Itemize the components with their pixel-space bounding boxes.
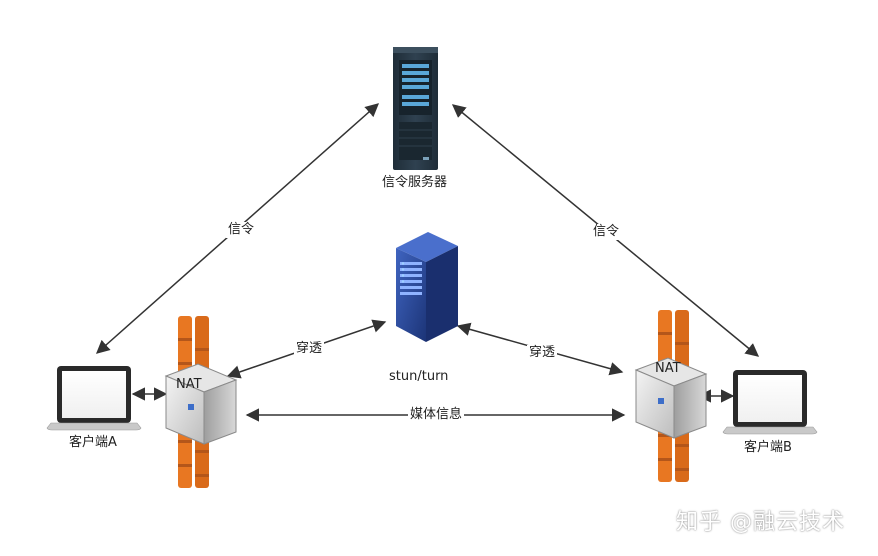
laptop-a-icon bbox=[46, 366, 142, 431]
nat-left-label: NAT bbox=[176, 377, 202, 392]
watermark: 知乎 @融云技术 bbox=[676, 510, 845, 535]
penetrate-left-label: 穿透 bbox=[294, 341, 325, 357]
stun-turn-label: stun/turn bbox=[389, 369, 449, 384]
stun-turn-server-icon bbox=[396, 232, 458, 342]
nat-left-icon bbox=[164, 363, 238, 445]
nat-right-label: NAT bbox=[655, 361, 681, 376]
client-a-label: 客户端A bbox=[69, 435, 117, 450]
penetrate-right-label: 穿透 bbox=[527, 345, 558, 361]
signal-server-label: 信令服务器 bbox=[382, 175, 448, 190]
nat-right-icon bbox=[634, 357, 708, 439]
laptop-b-icon bbox=[722, 370, 818, 435]
signal-server-icon bbox=[393, 47, 438, 170]
signal-right-label: 信令 bbox=[591, 224, 622, 240]
media-info-label: 媒体信息 bbox=[408, 407, 465, 423]
signal-left-label: 信令 bbox=[226, 222, 257, 238]
client-b-label: 客户端B bbox=[744, 440, 792, 455]
